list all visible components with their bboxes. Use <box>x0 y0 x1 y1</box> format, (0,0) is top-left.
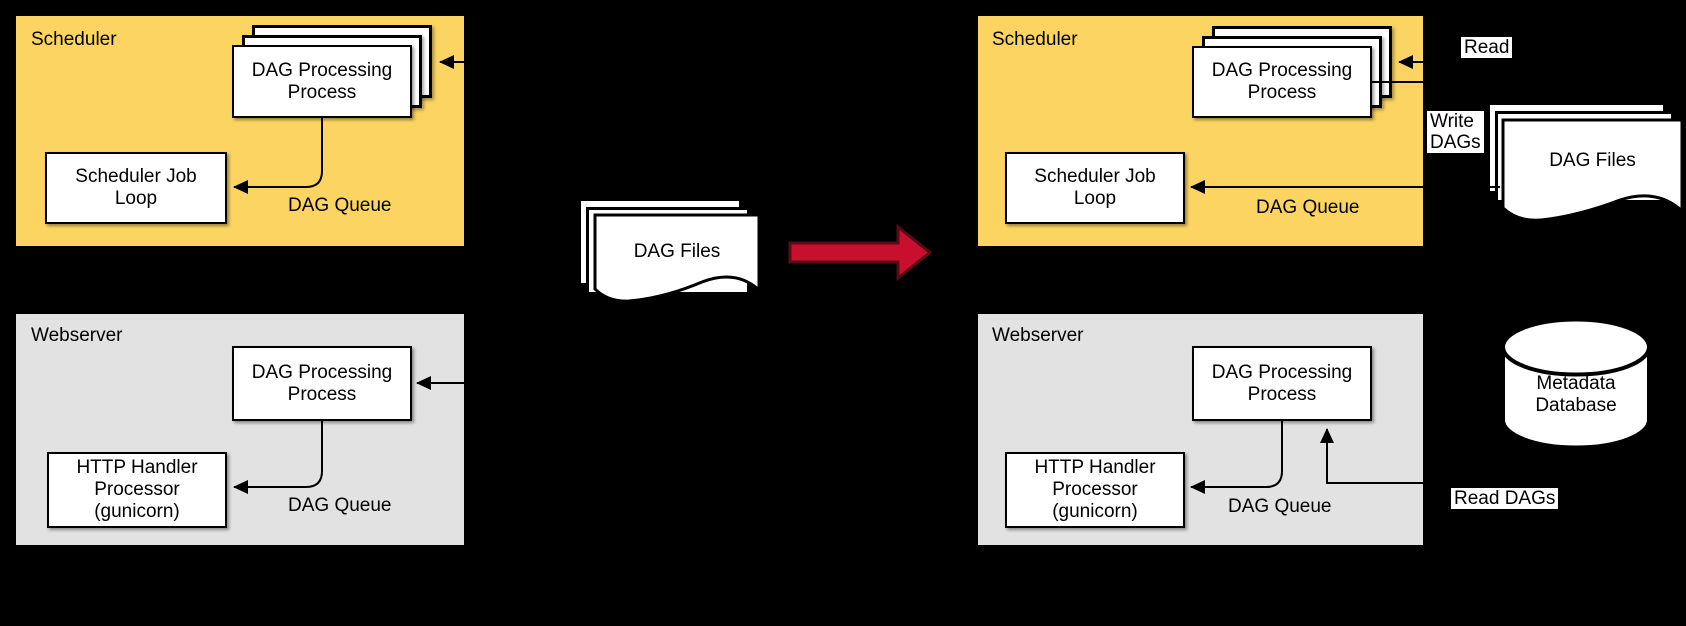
dag-processing-line1: DAG Processing <box>251 59 393 81</box>
dag-files-label-right: DAG Files <box>1549 150 1636 171</box>
dag-queue-label-left-webserver: DAG Queue <box>288 495 392 516</box>
dag-processing-process-box-right-webserver: DAG Processing Process <box>1192 346 1372 421</box>
metadata-line1: Metadata <box>1536 373 1616 394</box>
scheduler-panel-right-title: Scheduler <box>992 29 1078 50</box>
dag-processing-process-box-left-webserver: DAG Processing Process <box>232 346 412 421</box>
webserver-panel-right-title: Webserver <box>992 325 1084 346</box>
job-loop-line2: Loop <box>114 188 158 209</box>
dag-processing-process-box-right-scheduler: DAG Processing Process <box>1192 46 1372 118</box>
job-loop-line1: Scheduler Job <box>1034 166 1156 187</box>
dag-files-label-center: DAG Files <box>633 241 721 262</box>
write-dags-line2: DAGs <box>1430 132 1481 153</box>
webserver-panel-left-title: Webserver <box>31 325 123 346</box>
http-handler-line2: Processor (gunicorn) <box>1052 479 1138 522</box>
dag-queue-label-right-scheduler: DAG Queue <box>1256 197 1360 218</box>
dag-processing-line1: DAG Processing <box>1211 60 1353 81</box>
http-handler-line1: HTTP Handler <box>1034 457 1156 478</box>
job-loop-line2: Loop <box>1073 188 1117 209</box>
write-dags-line1: Write <box>1430 111 1474 132</box>
dag-queue-label-right-webserver: DAG Queue <box>1228 496 1332 517</box>
http-handler-box-right: HTTP Handler Processor (gunicorn) <box>1005 452 1185 528</box>
dag-processing-line1: DAG Processing <box>251 361 393 383</box>
dag-processing-line2: Process <box>287 383 357 405</box>
http-handler-line2: Processor (gunicorn) <box>94 479 180 522</box>
dag-processing-line2: Process <box>1247 383 1317 405</box>
scheduler-panel-left-title: Scheduler <box>31 29 117 50</box>
dag-processing-line1: DAG Processing <box>1211 361 1353 383</box>
http-handler-box-left: HTTP Handler Processor (gunicorn) <box>47 452 227 528</box>
transform-arrow-icon <box>788 223 933 282</box>
job-loop-line1: Scheduler Job <box>75 166 197 187</box>
write-dags-label: Write DAGs <box>1427 111 1484 153</box>
dag-processing-line2: Process <box>287 81 357 103</box>
metadata-line2: Database <box>1535 395 1617 416</box>
dag-processing-line2: Process <box>1247 82 1317 103</box>
scheduler-job-loop-box-left: Scheduler Job Loop <box>45 152 227 224</box>
scheduler-job-loop-box-right: Scheduler Job Loop <box>1005 152 1185 224</box>
read-dags-label: Read DAGs <box>1451 488 1559 509</box>
read-label: Read <box>1461 37 1513 58</box>
metadata-database-label: Metadata Database <box>1503 345 1649 445</box>
dag-processing-process-box-left-scheduler: DAG Processing Process <box>232 45 412 118</box>
dag-queue-label-left-scheduler: DAG Queue <box>288 195 392 216</box>
http-handler-line1: HTTP Handler <box>76 457 198 478</box>
